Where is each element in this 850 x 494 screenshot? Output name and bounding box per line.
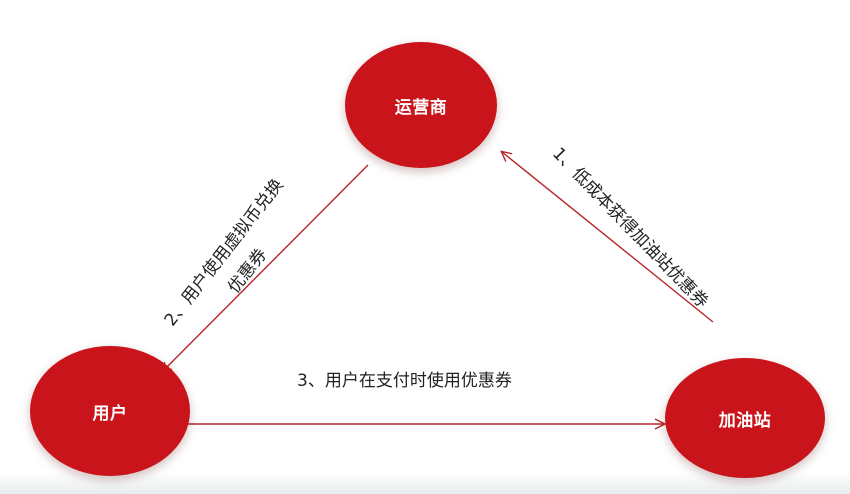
node-gas-station: 加油站	[665, 358, 825, 478]
arrow-station-to-operator	[502, 152, 714, 323]
node-user: 用户	[30, 346, 190, 476]
node-operator: 运营商	[345, 42, 497, 168]
arrow-operator-to-user	[162, 164, 369, 372]
node-operator-label: 运营商	[394, 97, 448, 118]
bottom-shade	[0, 472, 850, 494]
node-user-label: 用户	[92, 403, 128, 424]
edge-label-step3: 3、用户在支付时使用优惠券	[297, 366, 512, 396]
edge-label-step3-text: 3、用户在支付时使用优惠券	[297, 371, 512, 391]
node-gas-station-label: 加油站	[718, 410, 772, 431]
